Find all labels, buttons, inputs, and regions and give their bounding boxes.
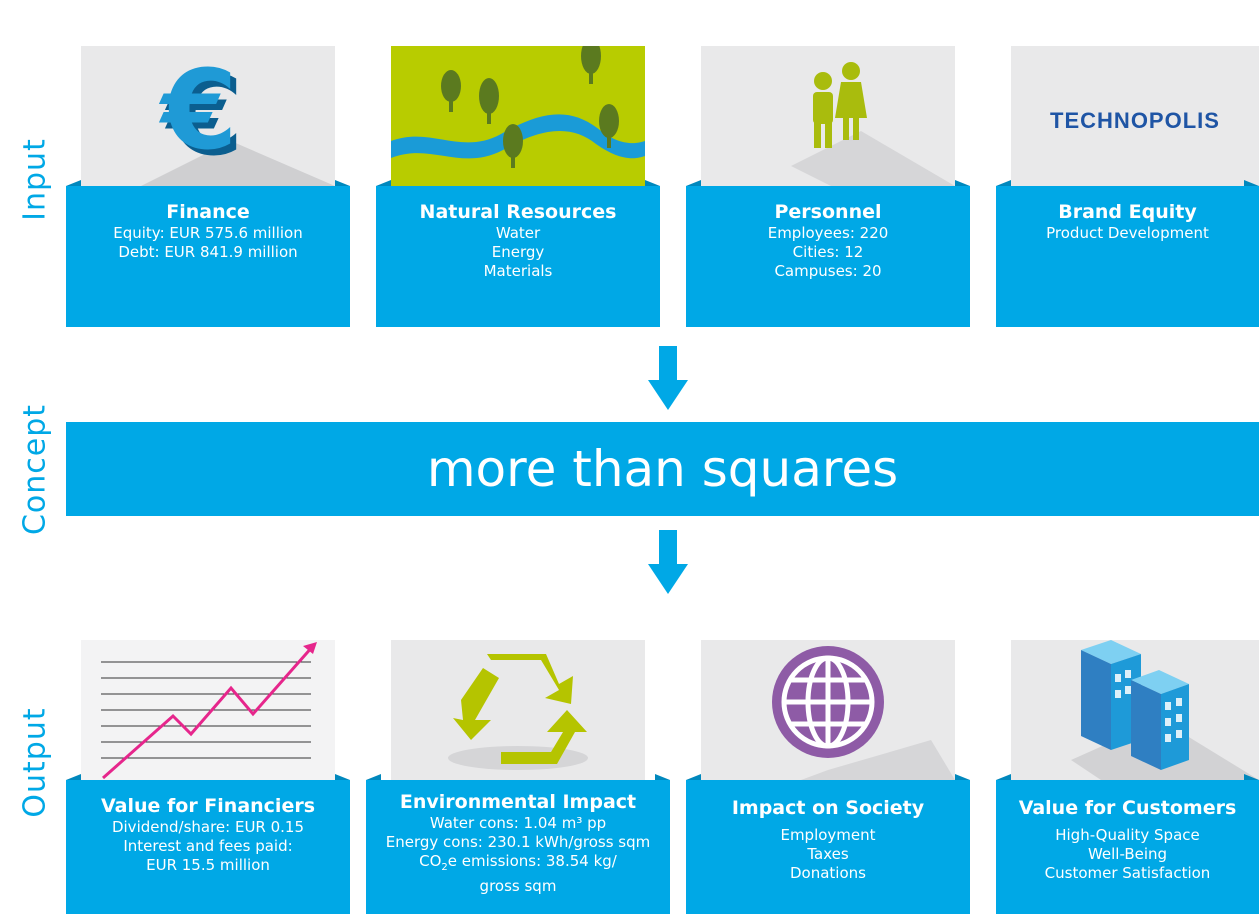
- output-title-impact-on-society: Impact on Society: [731, 797, 925, 819]
- input-line: Debt: EUR 841.9 million: [118, 243, 298, 261]
- input-title-natural-resources: Natural Resources: [419, 201, 617, 223]
- input-line: Energy: [491, 243, 545, 261]
- input-line: Equity: EUR 575.6 million: [113, 224, 303, 242]
- society-picture: [701, 640, 955, 780]
- row-label-input: Input: [17, 138, 53, 221]
- recycle-icon: [448, 654, 588, 770]
- co2-emissions-line: CO2e emissions: 38.54 kg/: [366, 852, 670, 877]
- output-line: Donations: [790, 864, 866, 882]
- people-icon: [791, 62, 955, 186]
- financiers-picture: [81, 640, 335, 780]
- output-title-value-for-financiers: Value for Financiers: [100, 795, 316, 817]
- natural-resources-picture: [391, 46, 645, 186]
- buildings-icon: [1071, 640, 1259, 780]
- personnel-picture: [701, 46, 955, 186]
- row-label-output: Output: [17, 707, 53, 818]
- input-line: Water: [495, 224, 541, 242]
- svg-text:€: €: [164, 52, 244, 180]
- down-arrow-icon: [648, 346, 688, 410]
- output-line: Dividend/share: EUR 0.15: [111, 818, 305, 836]
- input-box-brand-equity: Brand Equity Product Development: [996, 180, 1259, 327]
- output-line: Taxes: [807, 845, 849, 863]
- environmental-picture: [391, 640, 645, 780]
- input-card-personnel: Personnel Employees: 220 Cities: 12 Camp…: [686, 46, 970, 327]
- customers-picture: [1011, 640, 1259, 780]
- output-box-value-for-financiers: Value for Financiers Dividend/share: EUR…: [66, 774, 350, 914]
- input-box-finance: Finance Equity: EUR 575.6 million Debt: …: [66, 180, 350, 327]
- globe-icon: [772, 646, 955, 780]
- down-arrow-icon: [648, 530, 688, 594]
- co2-prefix: CO: [419, 852, 442, 870]
- river-landscape-icon: [391, 46, 645, 186]
- input-line: Campuses: 20: [774, 262, 882, 280]
- output-line: Water cons: 1.04 m³ pp: [429, 814, 607, 832]
- output-line: High-Quality Space: [1055, 826, 1200, 844]
- output-line: Energy cons: 230.1 kWh/gross sqm: [385, 833, 651, 851]
- output-box-environmental-impact: Environmental Impact Water cons: 1.04 m³…: [366, 774, 670, 914]
- row-label-concept: Concept: [17, 403, 53, 536]
- technopolis-logo: TECHNOPOLIS: [1050, 108, 1220, 133]
- finance-picture: € €: [81, 46, 335, 186]
- output-line: gross sqm: [479, 877, 557, 895]
- technopolis-logo-text: TECHNOPOLIS: [1050, 108, 1220, 133]
- euro-sign-icon: € €: [141, 46, 335, 186]
- co2-subscript: 2: [441, 862, 448, 873]
- output-title-value-for-customers: Value for Customers: [1018, 797, 1237, 819]
- input-line: Employees: 220: [767, 224, 889, 242]
- input-title-finance: Finance: [166, 201, 250, 223]
- output-title-environmental-impact: Environmental Impact: [399, 791, 637, 813]
- output-line: Employment: [780, 826, 876, 844]
- output-line: Interest and fees paid:: [123, 837, 293, 855]
- input-line: Cities: 12: [792, 243, 864, 261]
- input-title-personnel: Personnel: [774, 201, 882, 223]
- output-card-environmental-impact: Environmental Impact Water cons: 1.04 m³…: [366, 640, 670, 914]
- output-line: EUR 15.5 million: [146, 856, 270, 874]
- output-box-value-for-customers: Value for Customers High-Quality Space W…: [996, 774, 1259, 914]
- input-box-personnel: Personnel Employees: 220 Cities: 12 Camp…: [686, 180, 970, 327]
- input-box-natural-resources: Natural Resources Water Energy Materials: [376, 180, 660, 327]
- co2-suffix: e emissions: 38.54 kg/: [447, 852, 617, 870]
- output-card-value-for-financiers: Value for Financiers Dividend/share: EUR…: [66, 640, 350, 914]
- line-chart-icon: [81, 640, 335, 780]
- input-line: Materials: [483, 262, 553, 280]
- input-card-brand-equity: TECHNOPOLIS Brand Equity Product Develop…: [996, 46, 1259, 327]
- concept-banner: more than squares: [66, 422, 1259, 516]
- output-card-value-for-customers: Value for Customers High-Quality Space W…: [996, 640, 1259, 914]
- input-line: Product Development: [1046, 224, 1209, 242]
- output-line: Well-Being: [1087, 845, 1168, 863]
- output-box-impact-on-society: Impact on Society Employment Taxes Donat…: [686, 774, 970, 914]
- output-line: Customer Satisfaction: [1044, 864, 1211, 882]
- input-card-finance: € € Finance Equity: EUR 575.6 million De…: [66, 46, 350, 327]
- input-title-brand-equity: Brand Equity: [1058, 201, 1197, 223]
- brand-equity-picture: TECHNOPOLIS: [1011, 46, 1259, 186]
- input-card-natural-resources: Natural Resources Water Energy Materials: [376, 46, 660, 327]
- output-card-impact-on-society: Impact on Society Employment Taxes Donat…: [686, 640, 970, 914]
- svg-text:€: €: [158, 46, 238, 174]
